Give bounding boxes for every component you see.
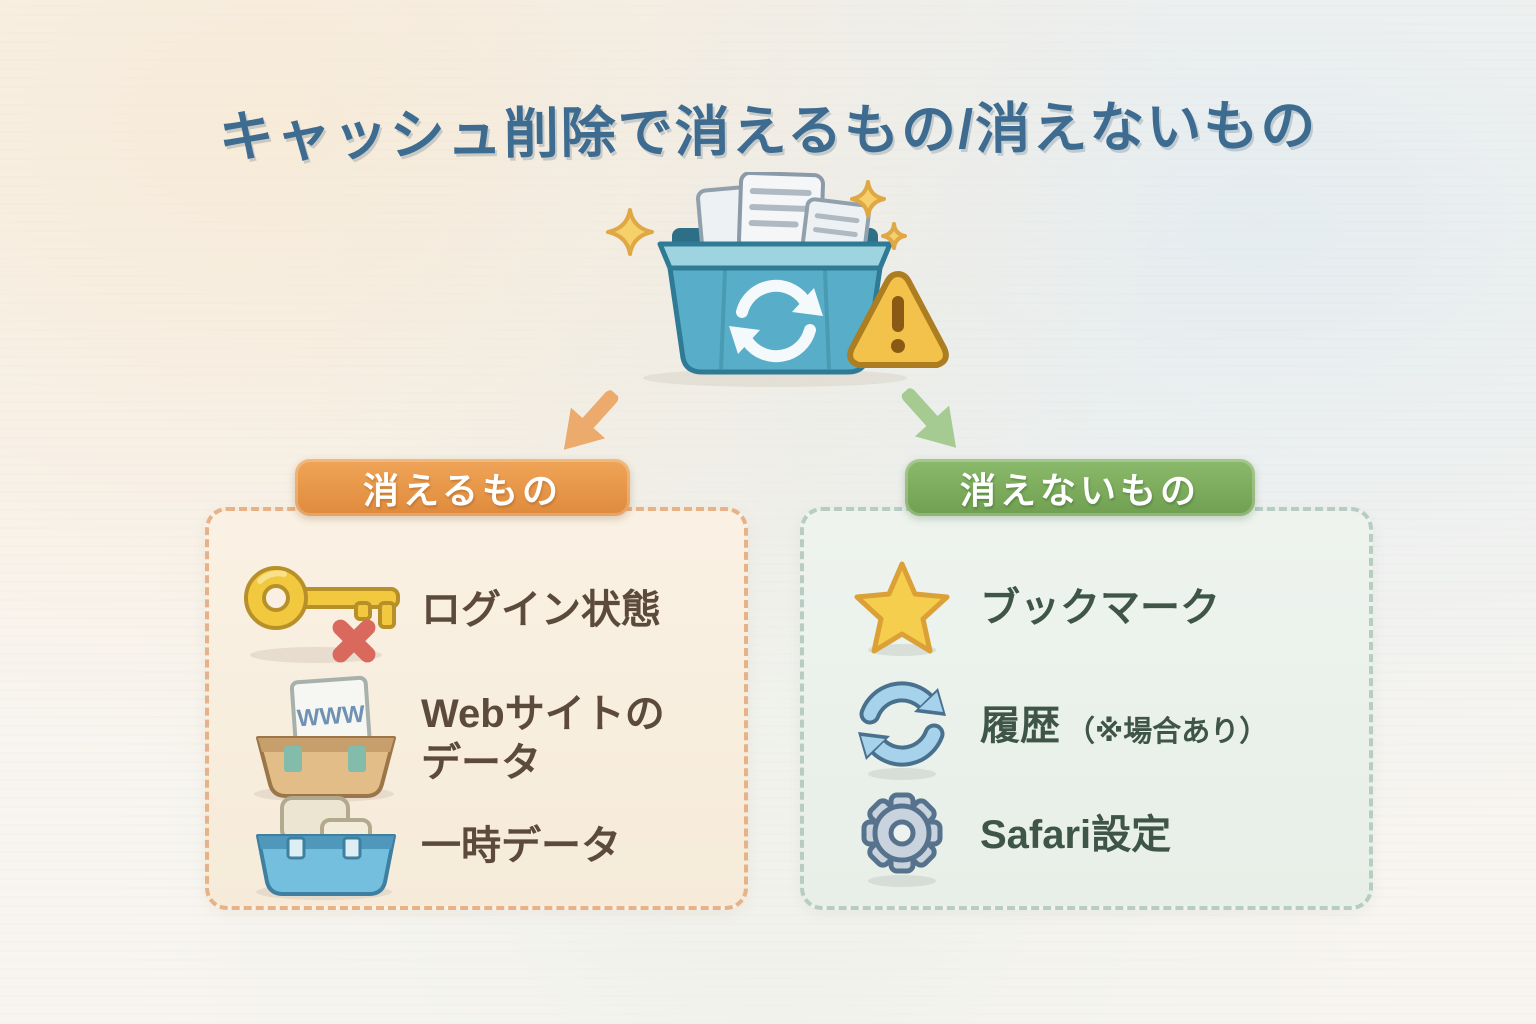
item-label: Safari設定 bbox=[980, 812, 1172, 857]
item-label: 一時データ bbox=[421, 824, 621, 869]
page-title: キャッシュ削除で消えるもの/消えないもの bbox=[218, 94, 1318, 168]
gear-icon bbox=[846, 781, 958, 889]
item-label: Webサイトの データ bbox=[421, 691, 665, 785]
sync-arrows-icon bbox=[729, 279, 823, 363]
remain-panel: ブックマーク 履歴 （※場合あり） bbox=[800, 507, 1373, 910]
arrow-to-remain bbox=[901, 388, 957, 448]
list-item-history: 履歴 （※場合あり） bbox=[846, 667, 1268, 785]
refresh-icon bbox=[846, 670, 958, 782]
website-data-box-icon: WWW bbox=[231, 672, 421, 806]
list-item-safari-settings: Safari設定 bbox=[846, 781, 1171, 889]
documents-icon bbox=[696, 172, 872, 257]
star-icon bbox=[846, 558, 958, 658]
disappear-panel: ログイン状態 WWW Webサイトの データ bbox=[205, 507, 748, 910]
warning-triangle-icon bbox=[847, 271, 949, 368]
list-item-bookmarks: ブックマーク bbox=[846, 557, 1220, 659]
www-label: WWW bbox=[296, 700, 366, 732]
item-note: （※場合あり） bbox=[1066, 716, 1269, 748]
sparkle-icon bbox=[606, 180, 907, 256]
temp-data-box-icon bbox=[231, 792, 421, 902]
key-x-icon bbox=[231, 551, 421, 669]
arrow-to-disappear bbox=[563, 390, 619, 450]
remain-header: 消えないもの bbox=[905, 459, 1255, 516]
item-label: ブックマーク bbox=[980, 585, 1220, 630]
cache-illustration bbox=[606, 172, 949, 387]
item-label: ログイン状態 bbox=[421, 587, 661, 632]
list-item-login: ログイン状態 bbox=[231, 551, 661, 669]
list-item-website-data: WWW Webサイトの データ bbox=[231, 671, 665, 806]
disappear-header: 消えるもの bbox=[295, 459, 630, 516]
item-label: 履歴 bbox=[980, 703, 1060, 748]
list-item-temp-data: 一時データ bbox=[231, 792, 621, 902]
